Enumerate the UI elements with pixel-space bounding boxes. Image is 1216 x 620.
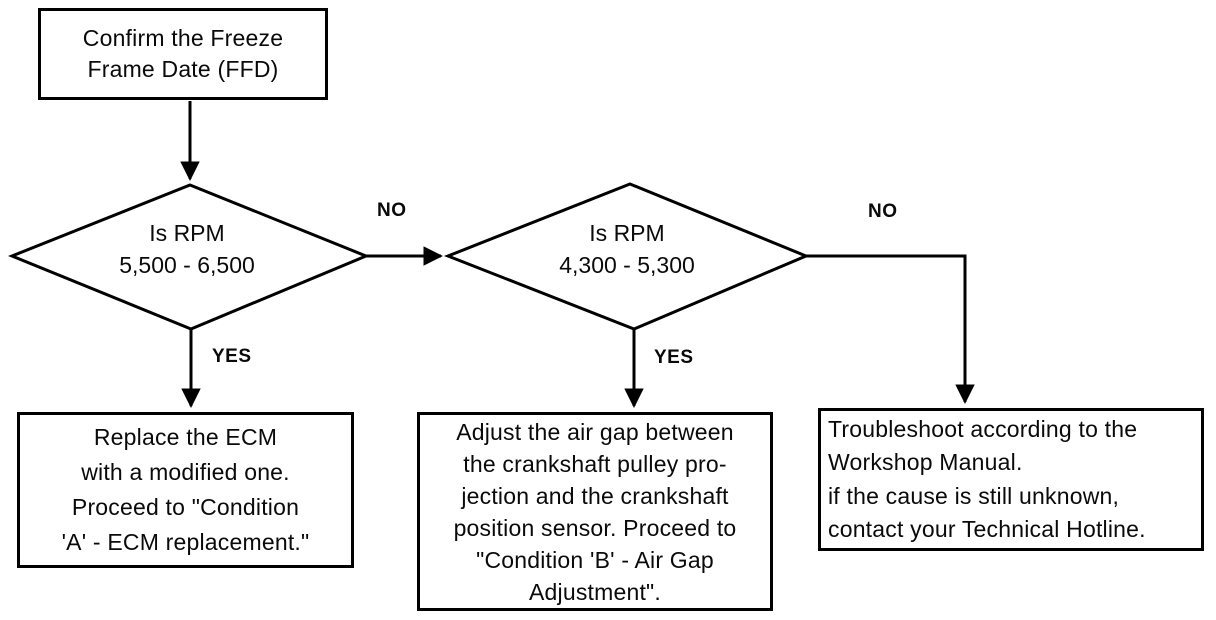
connector-rpm2-no-to-troubleshoot — [806, 254, 975, 404]
node-replace-ecm: Replace the ECM with a modified one. Pro… — [17, 412, 354, 568]
node-air-gap-adjust: Adjust the air gap between the crankshaf… — [417, 412, 773, 611]
edge-label-rpm1-no: NO — [377, 200, 407, 221]
decision-rpm1-text: Is RPM 5,500 - 6,500 — [119, 220, 255, 278]
node-replace-ecm-text: Replace the ECM with a modified one. Pro… — [61, 424, 310, 555]
decision-rpm2-text: Is RPM 4,300 - 5,300 — [559, 220, 695, 278]
node-air-gap-adjust-text: Adjust the air gap between the crankshaf… — [453, 418, 737, 605]
edge-label-rpm1-yes: YES — [212, 346, 252, 367]
edge-label-rpm2-no: NO — [868, 201, 898, 222]
node-troubleshoot-manual: Troubleshoot according to the Workshop M… — [818, 408, 1204, 551]
node-confirm-ffd-text: Confirm the Freeze Frame Date (FFD) — [82, 25, 284, 82]
node-confirm-ffd: Confirm the Freeze Frame Date (FFD) — [38, 8, 328, 100]
edge-label-rpm2-yes: YES — [654, 347, 694, 368]
node-troubleshoot-manual-text: Troubleshoot according to the Workshop M… — [828, 415, 1146, 543]
